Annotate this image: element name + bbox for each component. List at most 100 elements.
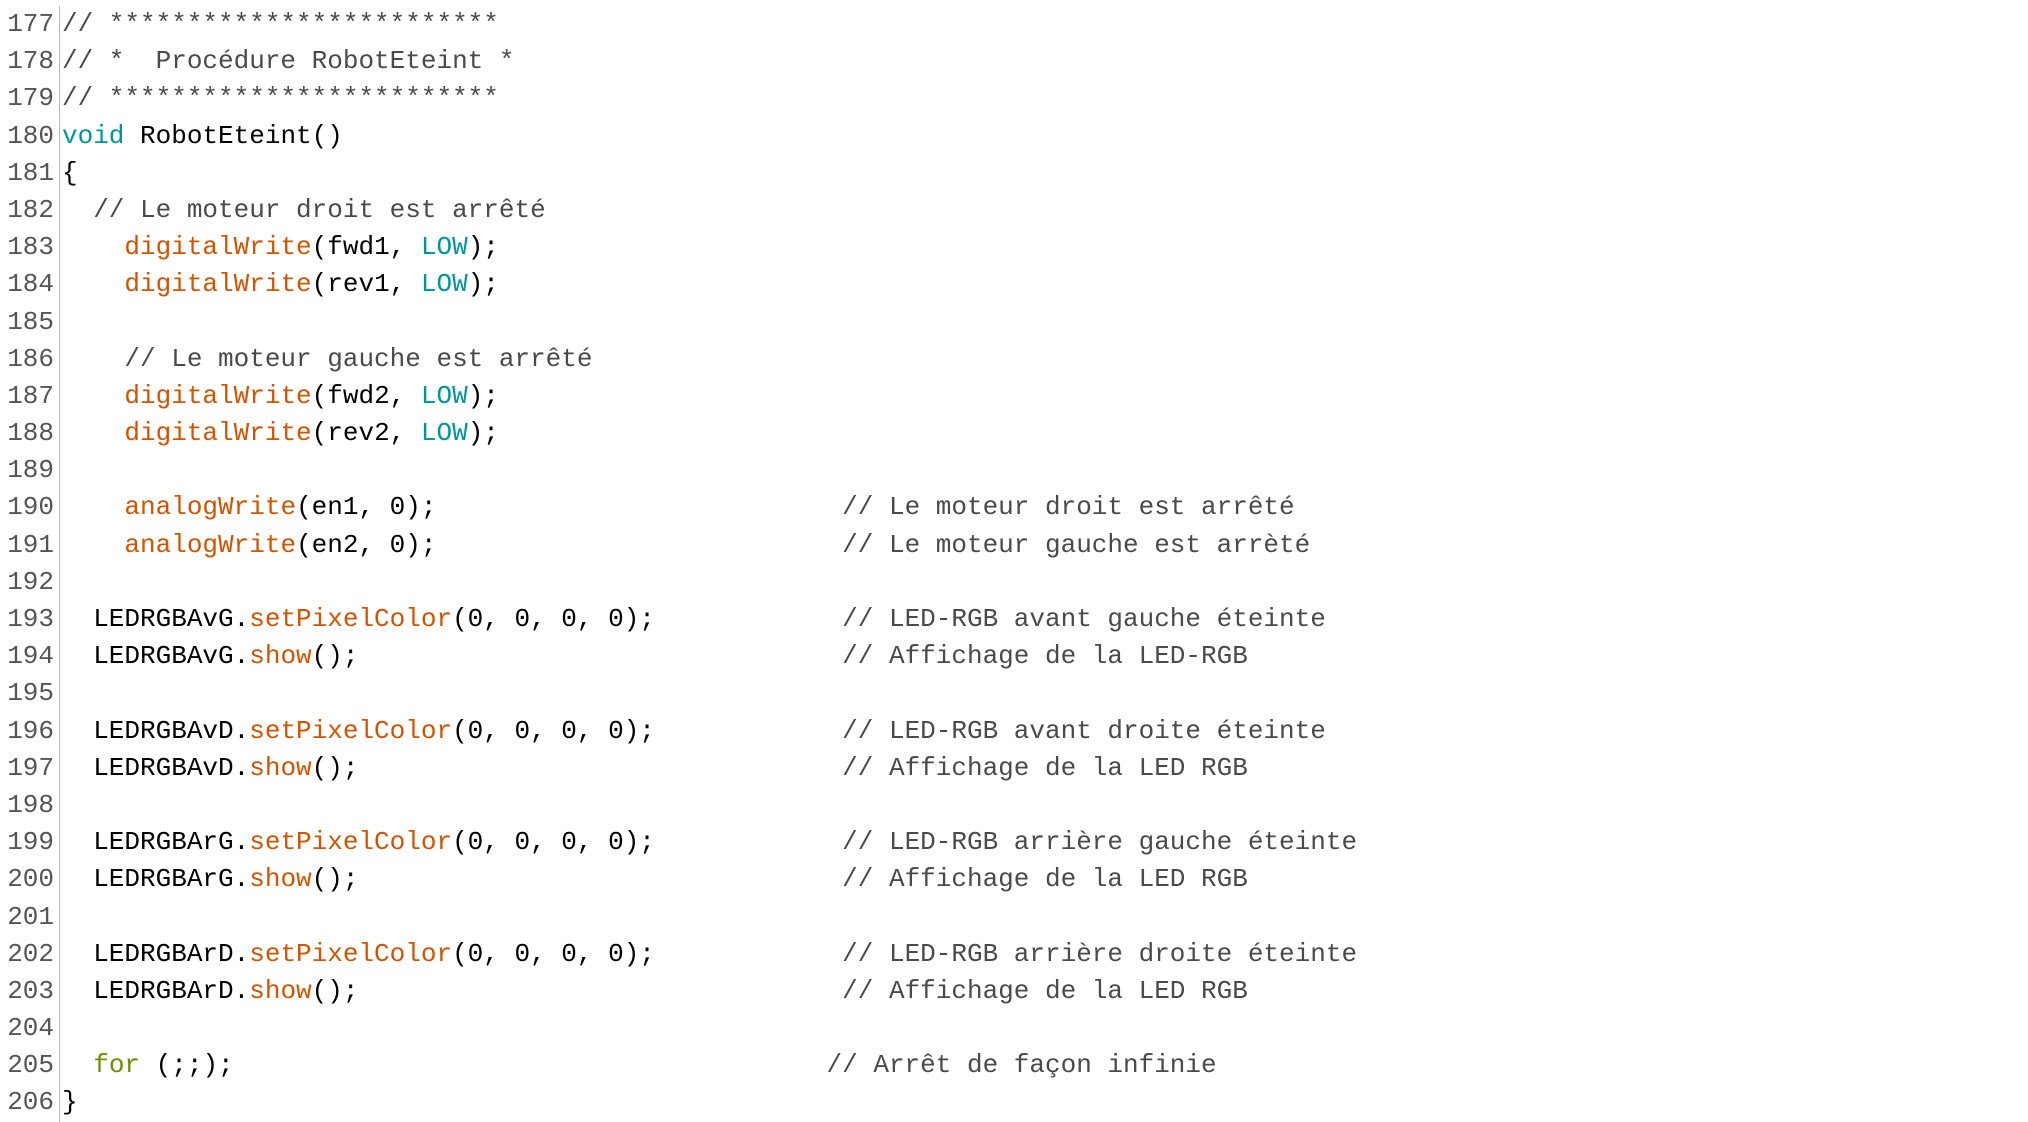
line-number: 193 bbox=[0, 601, 60, 639]
code-token-text: ); bbox=[467, 380, 499, 411]
code-line[interactable]: 202 LEDRGBArD.setPixelColor(0, 0, 0, 0);… bbox=[0, 935, 2028, 973]
code-token-comment: // * Procédure RobotEteint * bbox=[62, 46, 515, 77]
line-number: 196 bbox=[0, 712, 60, 750]
code-text[interactable] bbox=[60, 304, 62, 341]
code-text[interactable]: // Le moteur gauche est arrêté bbox=[60, 341, 593, 378]
code-text[interactable]: digitalWrite(rev2, LOW); bbox=[60, 415, 498, 452]
code-line[interactable]: 190 analogWrite(en1, 0); // Le moteur dr… bbox=[0, 489, 2028, 527]
code-token-text: (0, 0, 0, 0); bbox=[452, 715, 843, 746]
code-token-text: ); bbox=[467, 232, 499, 263]
code-line[interactable]: 193 LEDRGBAvG.setPixelColor(0, 0, 0, 0);… bbox=[0, 601, 2028, 639]
code-text[interactable]: for (;;); // Arrêt de façon infinie bbox=[60, 1047, 1216, 1084]
code-text[interactable]: } bbox=[60, 1084, 78, 1121]
code-line[interactable]: 182 // Le moteur droit est arrêté bbox=[0, 191, 2028, 230]
code-token-builtin: digitalWrite bbox=[124, 418, 312, 449]
code-text[interactable]: LEDRGBAvD.show(); // Affichage de la LED… bbox=[60, 750, 1248, 787]
line-number: 179 bbox=[0, 80, 60, 118]
code-text[interactable]: // ************************* bbox=[60, 6, 499, 43]
code-line[interactable]: 195 bbox=[0, 675, 2028, 713]
code-text[interactable]: LEDRGBArD.show(); // Affichage de la LED… bbox=[60, 973, 1248, 1010]
code-line[interactable]: 196 LEDRGBAvD.setPixelColor(0, 0, 0, 0);… bbox=[0, 712, 2028, 750]
code-text[interactable]: analogWrite(en1, 0); // Le moteur droit … bbox=[60, 489, 1295, 526]
code-line[interactable]: 198 bbox=[0, 786, 2028, 825]
code-token-text bbox=[62, 530, 124, 560]
code-token-text: (fwd1, bbox=[311, 232, 421, 263]
code-line[interactable]: 189 bbox=[0, 452, 2028, 490]
code-line[interactable]: 191 analogWrite(en2, 0); // Le moteur ga… bbox=[0, 526, 2028, 564]
code-token-comment: // LED-RGB arrière droite éteinte bbox=[842, 938, 1358, 969]
code-line[interactable]: 205 for (;;); // Arrêt de façon infinie bbox=[0, 1047, 2028, 1085]
code-token-builtin: show bbox=[249, 641, 312, 672]
code-token-comment: // Le moteur droit est arrêté bbox=[842, 492, 1295, 523]
code-line[interactable]: 178// * Procédure RobotEteint * bbox=[0, 43, 2028, 81]
code-line[interactable]: 192 bbox=[0, 563, 2028, 601]
code-line[interactable]: 181{ bbox=[0, 154, 2028, 192]
code-line[interactable]: 185 bbox=[0, 303, 2028, 341]
code-line[interactable]: 186 // Le moteur gauche est arrêté bbox=[0, 340, 2028, 378]
code-text[interactable]: LEDRGBAvG.show(); // Affichage de la LED… bbox=[60, 638, 1248, 675]
code-token-text: LEDRGBArD. bbox=[62, 938, 250, 969]
code-token-builtin: setPixelColor bbox=[249, 715, 453, 746]
code-line[interactable]: 187 digitalWrite(fwd2, LOW); bbox=[0, 377, 2028, 416]
code-token-comment: // LED-RGB avant gauche éteinte bbox=[842, 604, 1326, 634]
code-text[interactable] bbox=[60, 564, 62, 601]
line-number: 189 bbox=[0, 452, 60, 490]
code-token-text: ); bbox=[467, 269, 499, 300]
line-number: 195 bbox=[0, 675, 60, 713]
code-line[interactable]: 188 digitalWrite(rev2, LOW); bbox=[0, 415, 2028, 453]
code-token-text: (0, 0, 0, 0); bbox=[452, 827, 843, 858]
code-text[interactable]: // ************************* bbox=[60, 80, 499, 117]
code-token-comment: // Le moteur gauche est arrêté bbox=[62, 343, 593, 374]
code-token-comment: // Affichage de la LED RGB bbox=[842, 975, 1248, 1006]
line-number: 180 bbox=[0, 117, 60, 155]
code-line[interactable]: 201 bbox=[0, 898, 2028, 936]
code-token-text bbox=[62, 418, 124, 448]
code-token-constant: LOW bbox=[420, 232, 468, 263]
code-text[interactable]: LEDRGBArG.setPixelColor(0, 0, 0, 0); // … bbox=[60, 824, 1357, 861]
code-token-text: LEDRGBArG. bbox=[62, 864, 250, 895]
code-text[interactable]: LEDRGBArG.show(); // Affichage de la LED… bbox=[60, 861, 1248, 898]
code-text[interactable]: // Le moteur droit est arrêté bbox=[60, 192, 546, 229]
code-line[interactable]: 194 LEDRGBAvG.show(); // Affichage de la… bbox=[0, 638, 2028, 676]
code-token-builtin: setPixelColor bbox=[249, 938, 453, 969]
code-text[interactable] bbox=[60, 1010, 62, 1047]
code-token-builtin: digitalWrite bbox=[124, 232, 312, 263]
code-text[interactable]: LEDRGBArD.setPixelColor(0, 0, 0, 0); // … bbox=[60, 936, 1357, 973]
code-line[interactable]: 203 LEDRGBArD.show(); // Affichage de la… bbox=[0, 972, 2028, 1011]
code-token-text: (en1, 0); bbox=[296, 492, 843, 523]
code-line[interactable]: 177// ************************* bbox=[0, 6, 2028, 44]
line-number: 184 bbox=[0, 266, 60, 304]
code-line[interactable]: 197 LEDRGBAvD.show(); // Affichage de la… bbox=[0, 749, 2028, 787]
code-line[interactable]: 179// ************************* bbox=[0, 80, 2028, 118]
line-number: 186 bbox=[0, 340, 60, 378]
code-text[interactable] bbox=[60, 452, 62, 489]
code-token-builtin: setPixelColor bbox=[249, 827, 453, 858]
code-line[interactable]: 199 LEDRGBArG.setPixelColor(0, 0, 0, 0);… bbox=[0, 824, 2028, 862]
code-text[interactable]: LEDRGBAvG.setPixelColor(0, 0, 0, 0); // … bbox=[60, 601, 1326, 638]
line-number: 185 bbox=[0, 303, 60, 341]
code-text[interactable] bbox=[60, 675, 62, 712]
code-token-text bbox=[62, 1050, 93, 1080]
code-line[interactable]: 200 LEDRGBArG.show(); // Affichage de la… bbox=[0, 861, 2028, 899]
code-token-text bbox=[62, 232, 124, 262]
code-text[interactable] bbox=[60, 899, 62, 936]
code-text[interactable]: digitalWrite(rev1, LOW); bbox=[60, 266, 499, 303]
code-editor[interactable]: 177// *************************178// * P… bbox=[0, 6, 2028, 1122]
code-line[interactable]: 184 digitalWrite(rev1, LOW); bbox=[0, 266, 2028, 304]
code-token-text: { bbox=[62, 157, 78, 188]
line-number: 188 bbox=[0, 415, 60, 453]
code-line[interactable]: 183 digitalWrite(fwd1, LOW); bbox=[0, 229, 2028, 267]
code-text[interactable]: analogWrite(en2, 0); // Le moteur gauche… bbox=[60, 527, 1310, 564]
code-line[interactable]: 206} bbox=[0, 1084, 2028, 1122]
code-text[interactable]: void RobotEteint() bbox=[60, 118, 343, 155]
code-text[interactable]: digitalWrite(fwd1, LOW); bbox=[60, 229, 499, 266]
code-line[interactable]: 204 bbox=[0, 1010, 2028, 1048]
code-text[interactable]: LEDRGBAvD.setPixelColor(0, 0, 0, 0); // … bbox=[60, 713, 1326, 750]
code-token-comment: // Le moteur droit est arrêté bbox=[62, 194, 546, 225]
code-token-keyword: void bbox=[62, 120, 125, 151]
code-text[interactable] bbox=[60, 787, 62, 824]
code-text[interactable]: digitalWrite(fwd2, LOW); bbox=[60, 378, 499, 415]
code-text[interactable]: // * Procédure RobotEteint * bbox=[60, 43, 514, 80]
code-text[interactable]: { bbox=[60, 155, 78, 192]
